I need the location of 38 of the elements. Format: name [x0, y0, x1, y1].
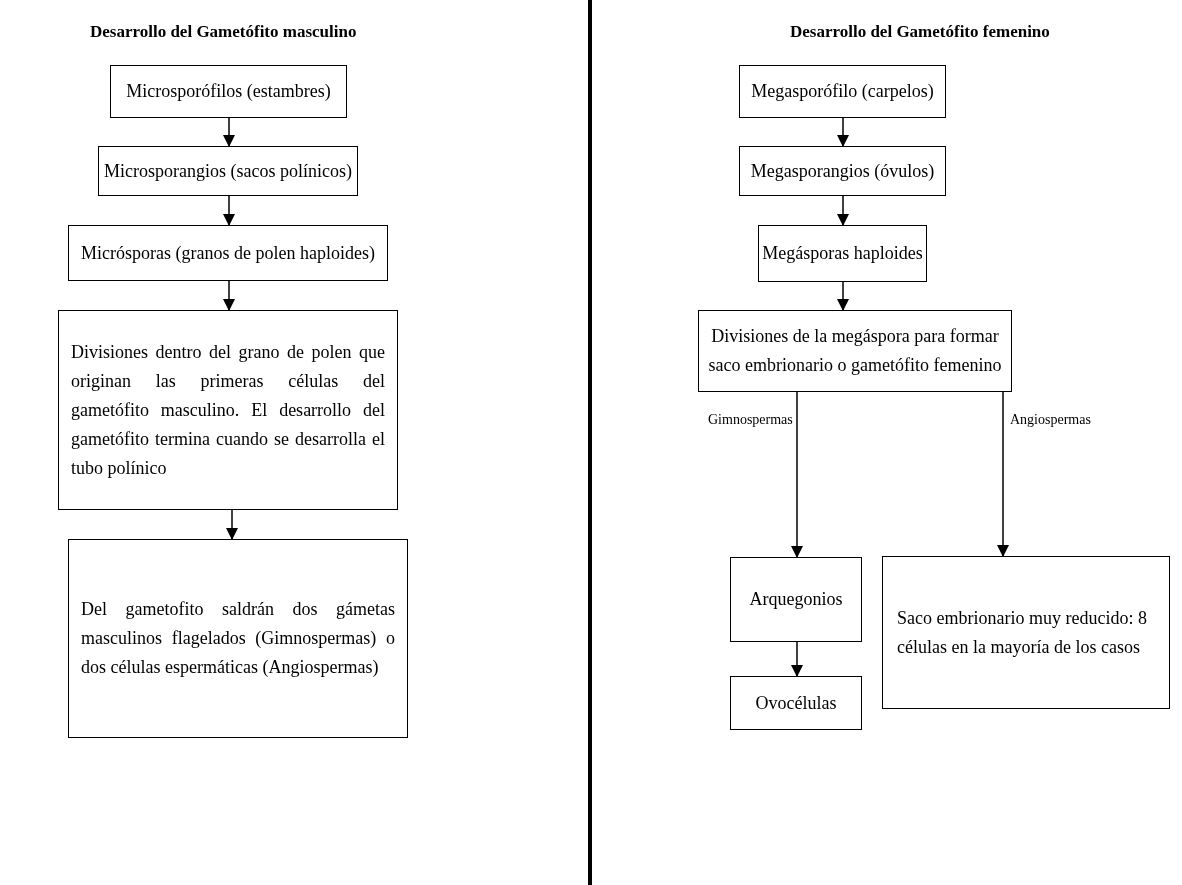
process-box	[58, 310, 398, 510]
process-box	[882, 556, 1170, 709]
column-heading: Desarrollo del Gametófito femenino	[790, 22, 1050, 42]
box-text: Microsporangios (sacos polínicos)	[104, 159, 352, 183]
process-box	[758, 225, 927, 282]
box-text: Del gametofito saldrán dos gámetas masculinos flagelados (Gimnospermas) o dos células espermáticas (Angiospermas)	[80, 598, 396, 679]
arrow	[997, 391, 1009, 557]
column-heading: Desarrollo del Gametófito masculino	[90, 22, 357, 42]
arrow	[223, 117, 235, 147]
edge-label: Gimnospermas	[708, 412, 793, 428]
arrow	[791, 391, 803, 558]
process-box	[698, 310, 1012, 392]
process-box	[730, 676, 862, 730]
arrow	[223, 280, 235, 311]
arrow	[226, 509, 238, 540]
box-text: Divisiones de la megáspora para formar saco embrionario o gametófito femenino	[707, 325, 1003, 377]
box-text: Microsporófilos (estambres)	[126, 80, 331, 103]
box-text: Saco embrionario muy reducido: 8 células en la mayoría de los casos	[896, 606, 1148, 659]
edge-label: Angiospermas	[1010, 412, 1091, 428]
process-box	[110, 65, 347, 118]
box-text: Megásporas haploides	[762, 242, 923, 265]
box-text: Megasporangios (óvulos)	[750, 159, 935, 183]
process-box	[68, 225, 388, 281]
arrow	[223, 195, 235, 226]
arrow	[837, 117, 849, 147]
arrow	[837, 195, 849, 226]
process-box	[68, 539, 408, 738]
box-text: Divisiones dentro del grano de polen que originan las primeras células del gametófito masculino. El desarrollo del gametófito termina cuando se desarrolla el tubo polínico	[70, 340, 386, 480]
arrow	[837, 281, 849, 311]
process-box	[730, 557, 862, 642]
box-text: Megasporófilo (carpelos)	[751, 80, 934, 103]
process-box	[739, 65, 946, 118]
box-text: Arquegonios	[749, 588, 843, 611]
process-box	[98, 146, 358, 196]
arrow	[791, 641, 803, 677]
process-box	[739, 146, 946, 196]
box-text: Micrósporas (granos de polen haploides)	[81, 241, 375, 265]
box-text: Ovocélulas	[755, 691, 837, 715]
